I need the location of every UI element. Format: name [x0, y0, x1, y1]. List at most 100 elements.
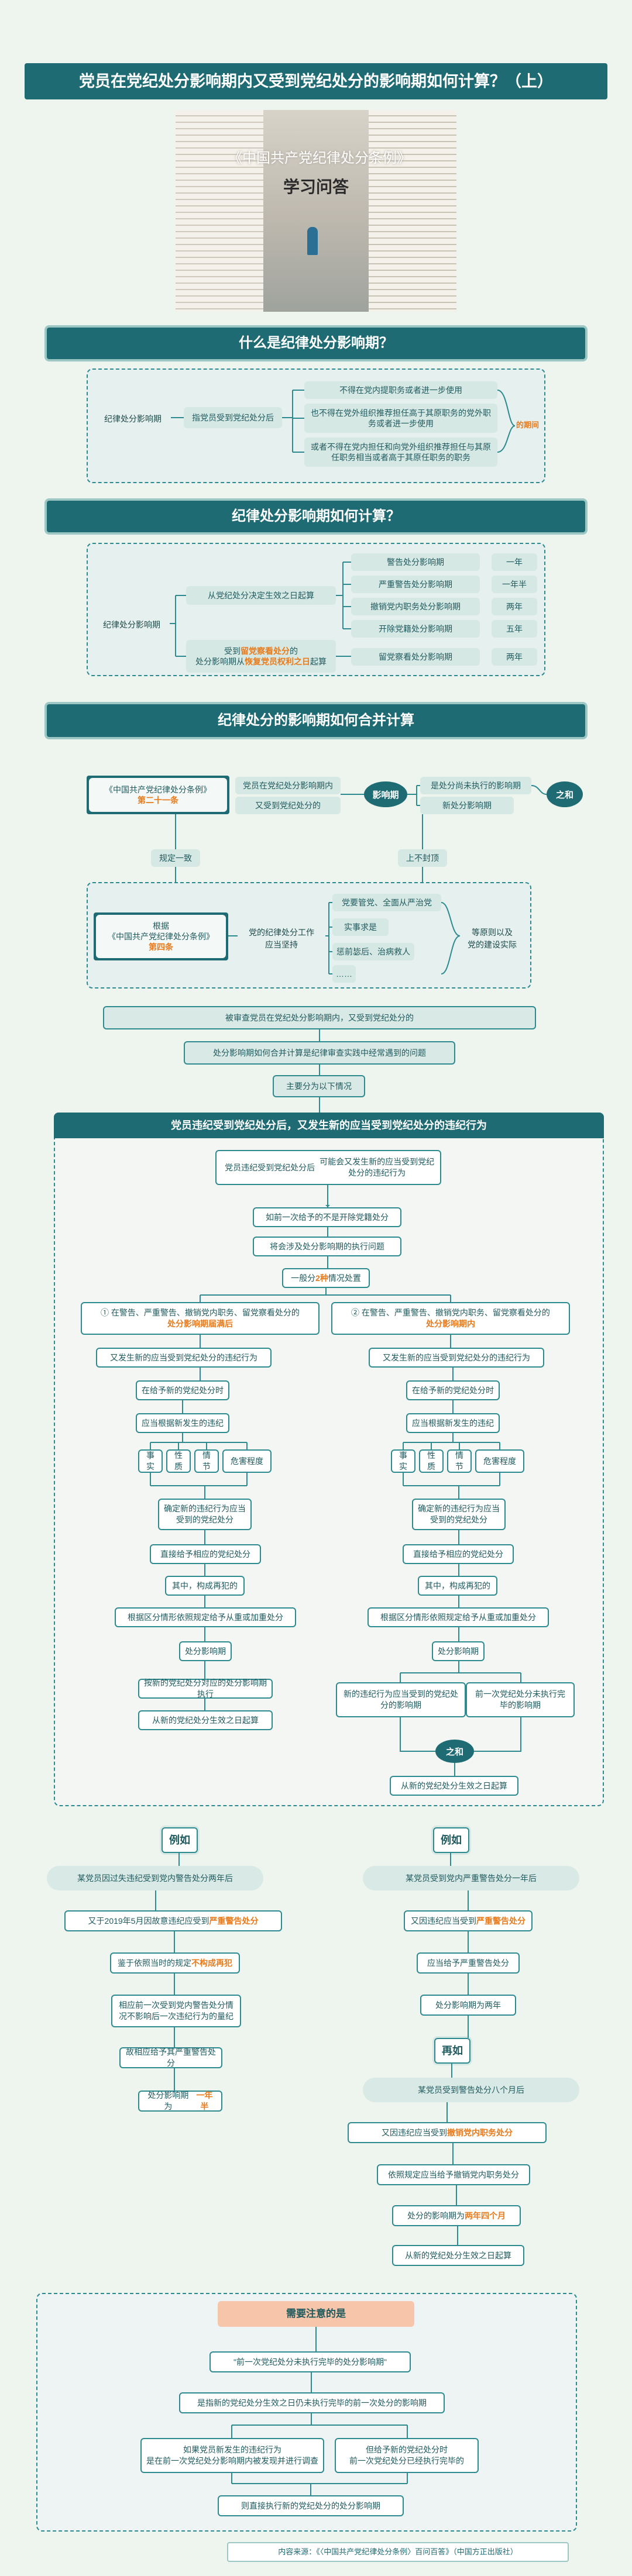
ex-right-s4b: 撤销党内职务处分: [447, 2127, 513, 2137]
flow-step-a: 如前一次给予的不是开除党籍处分: [253, 1207, 401, 1227]
flow-a-determine: 确定新的违纪行为应当受到的党纪处分: [158, 1499, 252, 1530]
s2-left-label: 纪律处分影响期: [103, 620, 160, 629]
flow-a-judge: 在给予新的党纪处分时: [136, 1380, 229, 1400]
s3-cond-1: 党员在党纪处分影响期内: [235, 777, 341, 794]
s2-row-val-3: 五年: [492, 620, 537, 638]
note-title: 需要注意的是: [218, 2301, 414, 2327]
flow-case-b: ② 在警告、严重警告、撤销党内职务、留党察看处分的 处分影响期内: [331, 1302, 570, 1335]
page-title: 党员在党纪处分影响期内又受到党纪处分的影响期如何计算？（上）: [25, 63, 607, 99]
ex-left-s4: 故相应给予其严重警告处分: [119, 2047, 222, 2068]
ex-right-s3: 处分影响期为两年: [420, 1995, 516, 2016]
ex-left-s1a: 又于2019年5月因故意违纪应受到: [88, 1916, 209, 1926]
s3-principle-1: 党要管党、全面从严治党: [332, 894, 441, 911]
flow-general-num: 2种: [315, 1273, 328, 1283]
example-label-left: 例如: [162, 1827, 198, 1853]
ex-left-s1b: 严重警告处分: [209, 1916, 259, 1926]
ex-right-head: 某党员受到党内严重警告处分一年后: [363, 1866, 579, 1890]
flow-b-factor-3: 危害程度: [475, 1449, 524, 1473]
s1-item-1: 不得在党内提职务或者进一步使用: [304, 381, 497, 399]
flow-b-res2: 前一次党纪处分未执行完毕的影响期: [466, 1682, 575, 1717]
flow-a-factor-1: 性质: [166, 1449, 191, 1473]
s2-b2e: 恢复党员权利之日: [245, 657, 310, 666]
s2-row-name-0: 警告处分影响期: [351, 553, 480, 571]
s3-basis-box: 根据 《中国共产党纪律处分条例》 第四条: [94, 912, 228, 960]
flow-heading: 党员违纪受到党纪处分后，又发生新的应当受到党纪处分的违纪行为: [54, 1113, 604, 1138]
s2-row-name-4: 留党察看处分影响期: [351, 648, 480, 666]
s3-cases: 主要分为以下情况: [273, 1075, 365, 1097]
flow-step-b: 将会涉及处分影响期的执行问题: [253, 1237, 401, 1256]
s3-result-2: 新处分影响期: [420, 797, 514, 814]
ex-left-s1: 又于2019年5月因故意违纪应受到严重警告处分: [64, 1910, 282, 1931]
ex-right-s4: 又因违纪应当受到撤销党内职务处分: [348, 2122, 547, 2143]
note-3: 如果党员新发生的违纪行为 是在前一次党纪处分影响期内被发现并进行调查: [140, 2438, 324, 2473]
s2-b2a: 受到: [224, 646, 241, 656]
flow-a-new: 又发生新的应当受到党纪处分的违纪行为: [96, 1348, 272, 1368]
note-5: 则直接执行新的党纪处分的处分影响期: [218, 2495, 404, 2516]
s3-right-2: 党的建设实际: [468, 940, 517, 949]
s3-law-article: 第二十一条: [138, 795, 178, 805]
flow-b-and-oval: 之和: [435, 1740, 474, 1763]
flow-a-res1: 按新的党纪处分对应的处分影响期执行: [138, 1678, 273, 1699]
flow-start: 党员违纪受到党纪处分后 可能会又发生新的应当受到党纪处分的违纪行为: [215, 1150, 441, 1185]
s3-basis-1: 根据: [153, 921, 169, 931]
ex-right-s1a: 又因违纪应当受到: [411, 1916, 476, 1926]
s3-center-oval: 影响期: [364, 781, 407, 807]
flow-b-determine: 确定新的违纪行为应当受到的党纪处分: [412, 1499, 506, 1530]
s1-right-label: 的期间: [516, 421, 540, 429]
flow-a-direct: 直接给予相应的党纪处分: [150, 1544, 261, 1564]
ex-right-s7: 从新的党纪处分生效之日起算: [392, 2245, 524, 2266]
flow-start-2: 可能会又发生新的应当受到党纪处分的违纪行为: [320, 1157, 435, 1177]
ex-left-s2b: 不构成再犯: [191, 1958, 232, 1968]
flow-b-factor-1: 性质: [419, 1449, 444, 1473]
books-left-decor: [176, 110, 263, 312]
hero-book-title: 《中国共产党纪律处分条例》: [228, 151, 411, 166]
flow-b-affect: 处分影响期: [432, 1641, 485, 1661]
flow-a-factor-0: 事实: [138, 1449, 163, 1473]
flow-b-judge: 在给予新的党纪处分时: [406, 1380, 500, 1400]
flow-case-a-1: ① 在警告、严重警告、撤销党内职务、留党察看处分的: [101, 1308, 300, 1318]
s2-row-val-0: 一年: [492, 553, 537, 571]
flow-b-factor-0: 事实: [391, 1449, 415, 1473]
s3-work: 党的纪律处分工作 应当坚持: [238, 927, 325, 951]
ex-left-s3: 相应前一次受到党内警告处分情况不影响后一次违纪行为的量纪: [111, 1995, 241, 2027]
flow-b-res3: 从新的党纪处分生效之日起算: [390, 1776, 518, 1796]
s3-principle-4: ……: [332, 965, 356, 983]
flow-b-consider: 应当根据新发生的违纪: [406, 1413, 500, 1433]
hero-subtitle: 学习问答: [283, 178, 349, 197]
flow-a-res2: 从新的党纪处分生效之日起算: [138, 1710, 273, 1730]
section2-heading: 纪律处分影响期如何计算？: [47, 501, 585, 532]
flow-case-a-2: 处分影响期届满后: [167, 1319, 233, 1328]
note-1: "前一次党纪处分未执行完毕的处分影响期": [209, 2351, 411, 2372]
note-4a: 但给予新的党纪处分时: [366, 2445, 448, 2455]
ex-right-s6a: 处分的影响期为: [407, 2210, 465, 2220]
s3-problem: 处分影响期如何合并计算是纪律审查实践中经常遇到的问题: [184, 1041, 455, 1065]
ex-left-s2a: 鉴于依照当时的规定: [118, 1958, 191, 1968]
s3-work-2: 应当坚持: [265, 940, 298, 949]
ex-right-s6: 处分的影响期为两年四个月: [392, 2205, 521, 2226]
flow-a-heavy: 根据区分情形依照规定给予从重或加重处分: [115, 1607, 296, 1627]
flow-b-heavy: 根据区分情形依照规定给予从重或加重处分: [367, 1607, 549, 1627]
flow-b-res1: 新的违纪行为应当受到的党纪处分的影响期: [336, 1682, 466, 1717]
s3-practice: 被审查党员在党纪处分影响期内，又受到党纪处分的: [103, 1006, 536, 1029]
flow-a-among: 其中，构成再犯的: [165, 1576, 245, 1596]
ex-right-s4a: 又因违纪应当受到: [382, 2127, 447, 2137]
s3-cond-2: 又受到党纪处分的: [235, 797, 341, 814]
note-3a: 如果党员新发生的违纪行为: [183, 2445, 281, 2455]
flow-case-b-1: ② 在警告、严重警告、撤销党内职务、留党察看处分的: [351, 1308, 550, 1318]
s3-result-1: 是处分尚未执行的影响期: [420, 777, 531, 794]
s2-b2b: 留党察看处分: [241, 646, 290, 656]
s3-basis-3: 第四条: [149, 942, 173, 952]
s2-row-val-1: 一年半: [492, 576, 537, 593]
ex-left-s2: 鉴于依照当时的规定不构成再犯: [110, 1952, 240, 1974]
flow-b-new: 又发生新的应当受到党纪处分的违纪行为: [369, 1348, 544, 1368]
ex-right-s1b: 严重警告处分: [476, 1916, 525, 1926]
s3-law-box: 《中国共产党纪律处分条例》 第二十一条: [87, 776, 229, 814]
flow-start-1: 党员违纪受到党纪处分后: [225, 1162, 315, 1172]
s1-left-label: 纪律处分影响期: [104, 414, 162, 423]
flow-b-among: 其中，构成再犯的: [418, 1576, 497, 1596]
s3-and-oval: 之和: [547, 781, 583, 807]
flow-general-pre: 一般分: [291, 1273, 316, 1283]
s3-principle-3: 惩前毖后、治病救人: [332, 943, 414, 960]
s3-consistent-label: 规定一致: [151, 849, 200, 867]
flow-b-direct: 直接给予相应的党纪处分: [403, 1544, 514, 1564]
